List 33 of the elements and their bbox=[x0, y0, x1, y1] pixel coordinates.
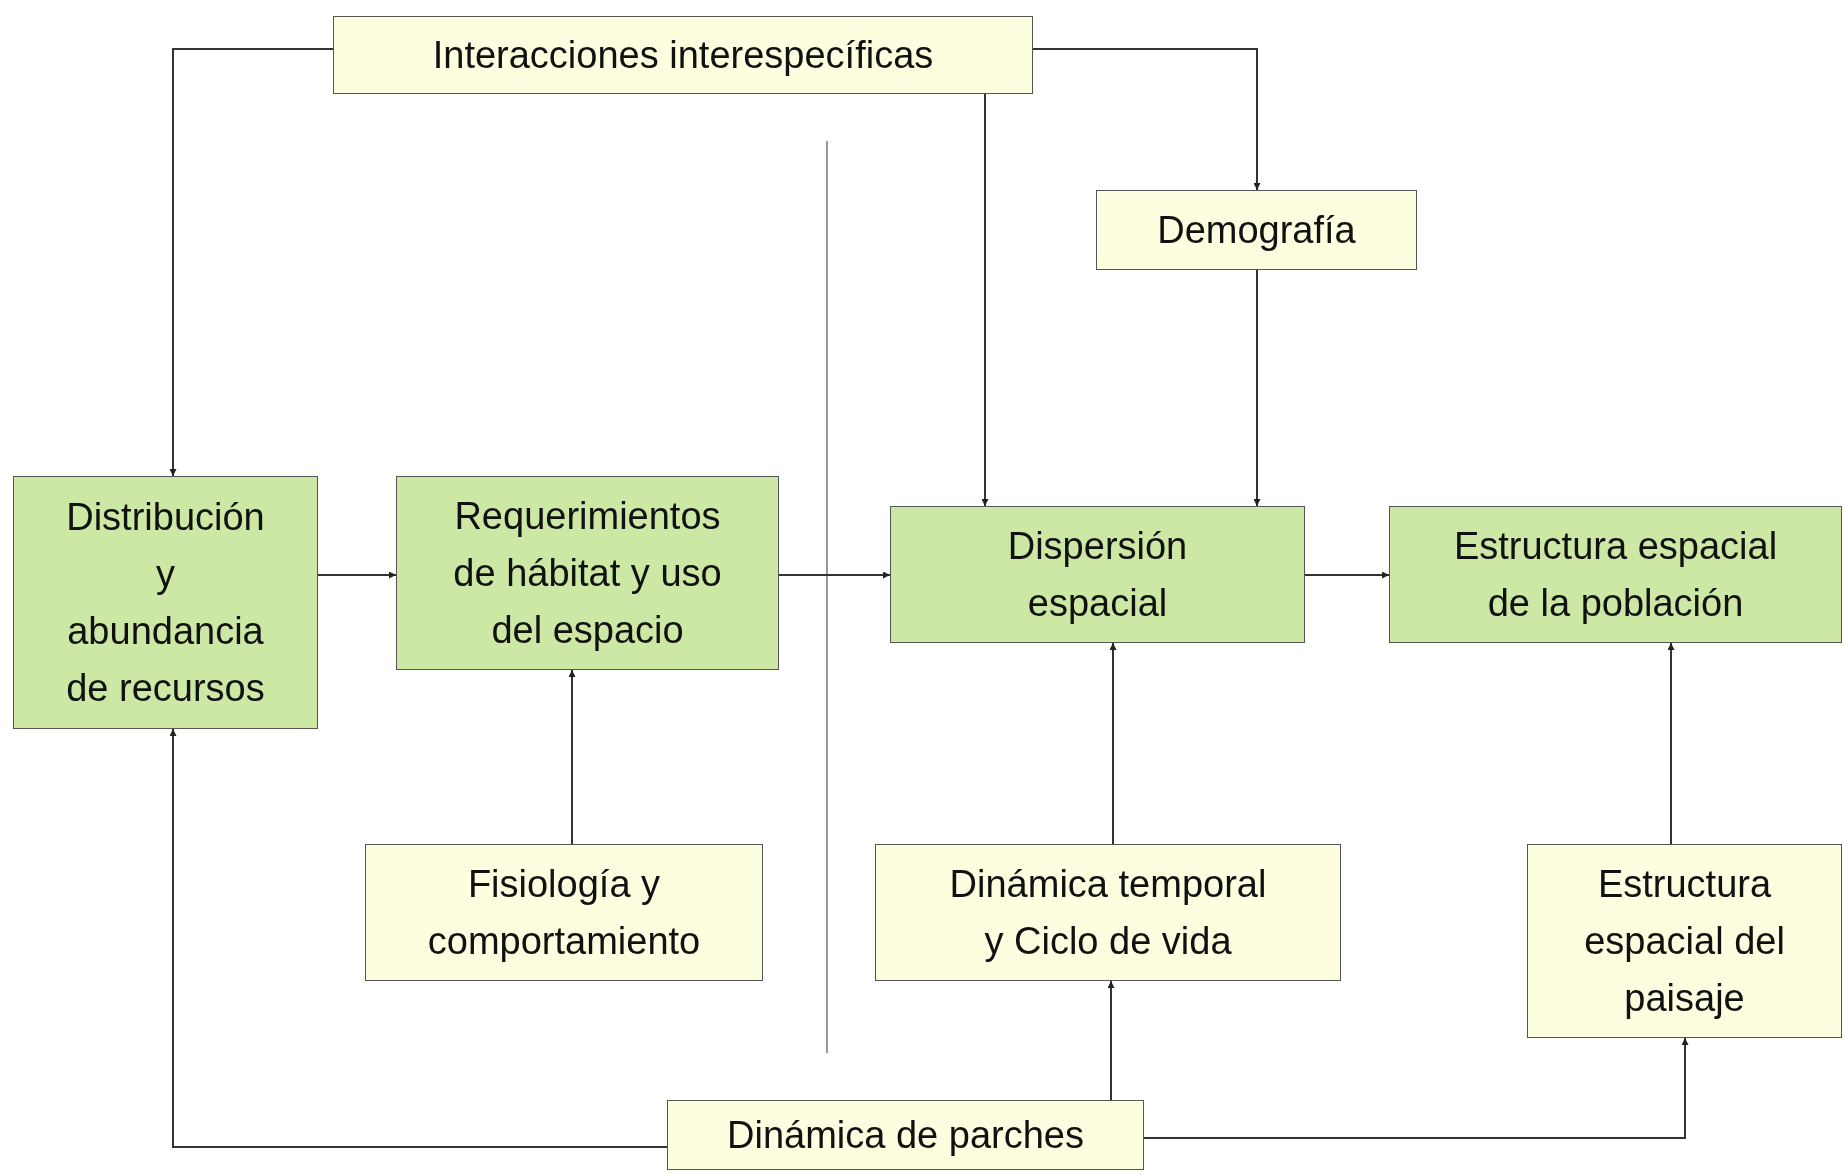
process-box bbox=[13, 476, 318, 729]
factor-box bbox=[667, 1100, 1144, 1170]
arrow bbox=[169, 48, 334, 477]
process-box bbox=[1389, 506, 1842, 643]
box-label: Fisiología y comportamiento bbox=[426, 861, 702, 964]
box-label: Estructura espacial del paisaje bbox=[1583, 861, 1786, 1021]
box-label: Dinámica de parches bbox=[727, 1112, 1084, 1158]
box-label: Demografía bbox=[1157, 207, 1356, 253]
arrow bbox=[1109, 642, 1117, 845]
process-box bbox=[890, 506, 1305, 643]
factor-box bbox=[333, 16, 1033, 94]
arrow bbox=[169, 728, 668, 1148]
factor-box bbox=[1096, 190, 1417, 270]
box-label: Distribución y abundancia de recursos bbox=[65, 494, 266, 711]
arrow bbox=[1143, 1037, 1689, 1139]
box-label: Interacciones interespecíficas bbox=[432, 32, 934, 78]
process-box bbox=[396, 476, 779, 670]
arrow bbox=[568, 669, 576, 845]
arrow bbox=[1253, 269, 1261, 507]
factor-box bbox=[365, 844, 763, 981]
arrow bbox=[1032, 48, 1261, 191]
box-label: Estructura espacial de la población bbox=[1452, 523, 1779, 626]
arrow bbox=[778, 571, 891, 579]
box-label: Requerimientos de hábitat y uso del espacio bbox=[452, 493, 723, 653]
factor-box bbox=[875, 844, 1341, 981]
box-label: Dispersión espacial bbox=[1006, 523, 1189, 626]
factor-box bbox=[1527, 844, 1842, 1038]
box-label: Dinámica temporal y Ciclo de vida bbox=[948, 861, 1268, 964]
arrow bbox=[1304, 571, 1390, 579]
arrow bbox=[981, 93, 989, 507]
arrow bbox=[1107, 980, 1115, 1101]
arrow bbox=[317, 571, 397, 579]
arrow bbox=[1667, 642, 1675, 845]
